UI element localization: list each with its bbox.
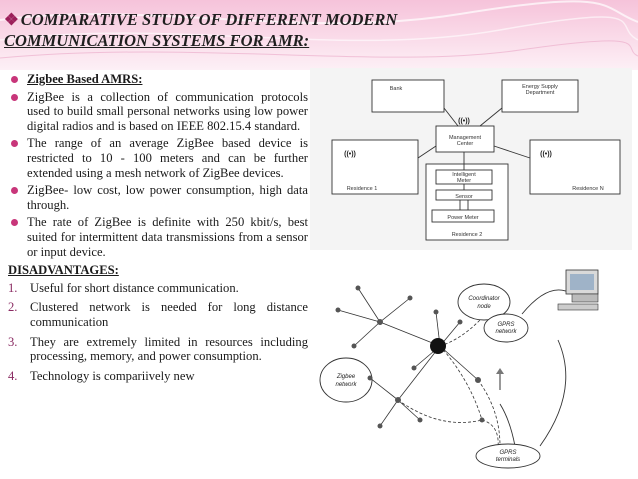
disadvantage-item: 3.They are extremely limited in resource… bbox=[8, 334, 308, 364]
coordinator-label-1: Coordinator bbox=[468, 296, 500, 302]
management-label-1: Management bbox=[449, 135, 482, 141]
title-band bbox=[0, 0, 638, 70]
zigbee-gprs-network-diagram: Coordinator node GPRS network Zigbee net… bbox=[310, 250, 632, 472]
coordinator-label-2: node bbox=[477, 304, 491, 310]
bullet-item: The rate of ZigBee is definite with 250 … bbox=[8, 215, 308, 259]
gprs-network-cloud bbox=[483, 313, 529, 343]
power-meter-label: Power Meter bbox=[447, 215, 478, 221]
bank-box bbox=[371, 79, 445, 113]
text-content: Zigbee Based AMRS: ZigBee is a collectio… bbox=[8, 72, 308, 388]
bullet-item: ZigBee- low cost, low power consumption,… bbox=[8, 183, 308, 212]
bullet-item: ZigBee is a collection of communication … bbox=[8, 90, 308, 134]
residence-2-label: Residence 2 bbox=[452, 232, 483, 238]
gprs-network-label-1: GPRS bbox=[497, 322, 514, 328]
bullet-dot-icon bbox=[11, 76, 18, 83]
bank-label: Bank bbox=[390, 86, 403, 92]
bullet-dot-icon bbox=[11, 140, 18, 148]
residence-1-box bbox=[331, 139, 419, 195]
title-line-2: COMMUNICATION SYSTEMS FOR AMR: bbox=[4, 31, 310, 50]
bullet-zigbee-heading: Zigbee Based AMRS: bbox=[8, 72, 308, 87]
bullet-dot-icon bbox=[11, 187, 18, 195]
disadvantages-heading: DISADVANTAGES: bbox=[8, 263, 119, 278]
amr-architecture-diagram: Bank Energy Supply Department Management… bbox=[310, 68, 632, 250]
zigbee-network-cloud bbox=[319, 357, 373, 403]
wireless-icon: ((•)) bbox=[344, 151, 356, 158]
gprs-terminals-label-1: GPRS bbox=[499, 450, 516, 456]
disadvantage-item: 4.Technology is compariively new bbox=[8, 368, 195, 383]
bullet-item: The range of an average ZigBee based dev… bbox=[8, 136, 308, 180]
wireless-icon: ((•)) bbox=[540, 151, 552, 158]
management-label-2: Center bbox=[457, 141, 474, 147]
zigbee-network-label-1: Zigbee bbox=[336, 374, 356, 380]
energy-label-1: Energy Supply bbox=[522, 84, 558, 90]
energy-supply-box bbox=[501, 79, 579, 113]
computer-icon bbox=[557, 269, 599, 311]
residence-1-label: Residence 1 bbox=[347, 186, 378, 192]
management-center-box bbox=[435, 125, 495, 153]
diamond-bullet-icon: ❖ bbox=[4, 10, 19, 29]
sensor-label: Sensor bbox=[455, 194, 473, 200]
wireless-icon: ((•)) bbox=[458, 118, 470, 125]
zigbee-network-label-2: network bbox=[335, 382, 357, 388]
antenna-icon bbox=[496, 368, 504, 390]
gprs-terminals-label-2: terminals bbox=[496, 457, 520, 463]
bullet-dot-icon bbox=[11, 93, 18, 101]
coordinator-node bbox=[457, 283, 511, 321]
disadvantage-item: 2.Clustered network is needed for long d… bbox=[8, 300, 308, 329]
bullet-dot-icon bbox=[11, 219, 18, 227]
power-meter-box bbox=[431, 209, 495, 223]
gateway-node bbox=[430, 338, 446, 354]
page-title: ❖COMPARATIVE STUDY OF DIFFERENT MODERN C… bbox=[4, 9, 634, 51]
gprs-terminals-cloud bbox=[475, 443, 541, 469]
disadvantage-item: 1.Useful for short distance communicatio… bbox=[8, 280, 239, 295]
title-line-1: COMPARATIVE STUDY OF DIFFERENT MODERN bbox=[20, 10, 398, 29]
gprs-network-label-2: network bbox=[495, 329, 517, 335]
meter-label-1: Intelligent bbox=[452, 172, 476, 178]
meter-label-2: Meter bbox=[457, 178, 471, 184]
energy-label-2: Department bbox=[526, 90, 555, 96]
residence-n-label: Residence N bbox=[572, 186, 604, 192]
residence-n-box bbox=[529, 139, 621, 195]
